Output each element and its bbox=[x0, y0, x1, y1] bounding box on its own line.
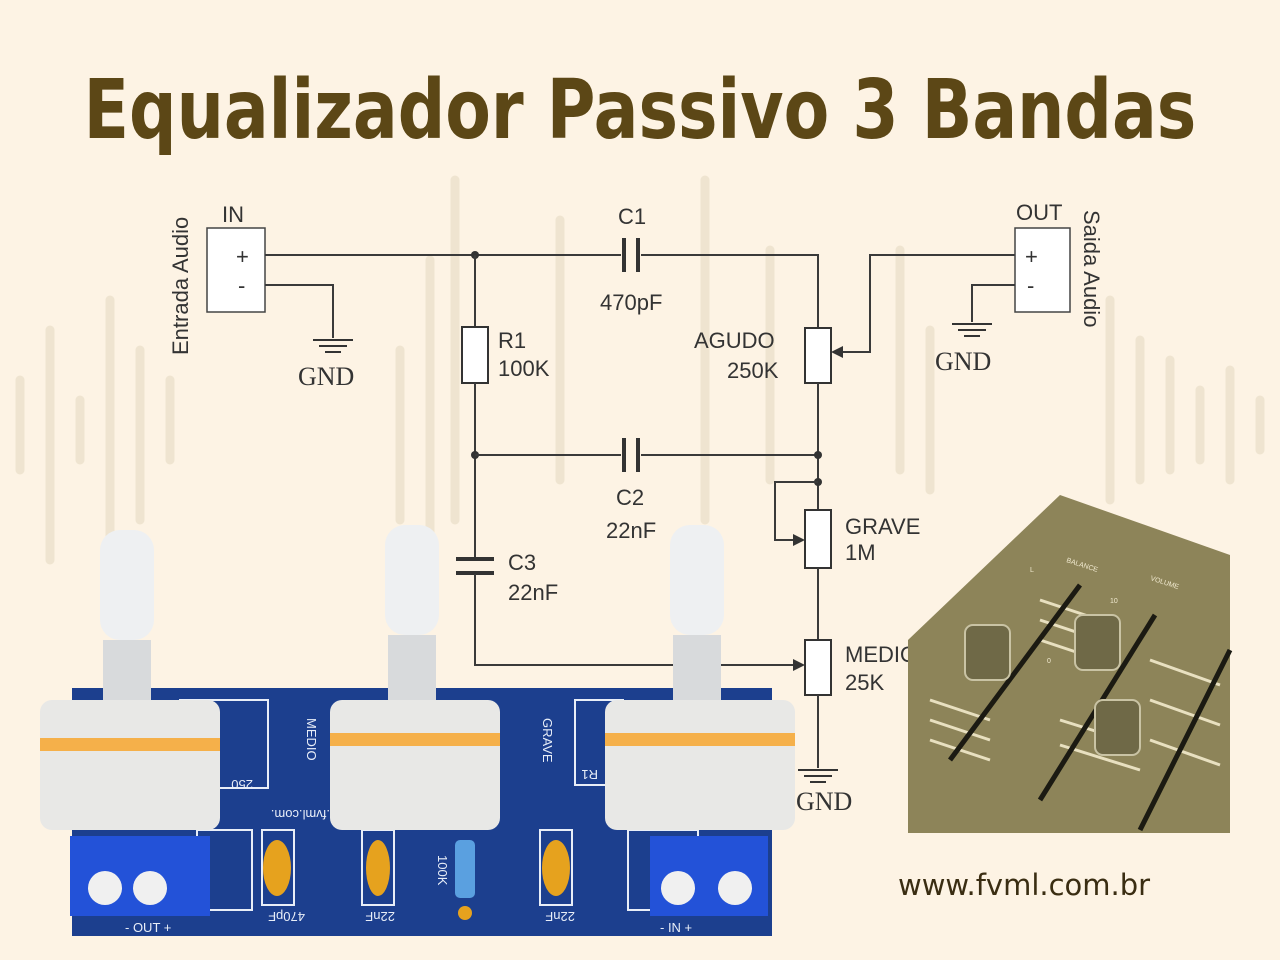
gnd-label: GND bbox=[298, 362, 354, 391]
potentiometer-knob bbox=[40, 530, 220, 830]
gnd-label-2: GND bbox=[796, 787, 852, 816]
pcb-in: - IN + bbox=[660, 920, 692, 935]
page-title: Equalizador Passivo 3 Bandas bbox=[83, 63, 1197, 158]
input-connector bbox=[206, 227, 266, 313]
input-minus: - bbox=[238, 273, 245, 298]
output-caption: Saida Audio bbox=[1079, 210, 1104, 327]
pcb-250: 250 bbox=[231, 777, 253, 792]
c1-name: C1 bbox=[618, 204, 646, 229]
r1-name: R1 bbox=[498, 328, 526, 353]
agudo-name: AGUDO bbox=[694, 328, 775, 353]
c1-value: 470pF bbox=[600, 290, 662, 315]
agudo-value: 250K bbox=[727, 358, 779, 383]
terminal-block-out bbox=[70, 836, 210, 916]
terminal-block-in bbox=[650, 836, 768, 916]
resistor-100k bbox=[455, 840, 475, 898]
pcb-r1: R1 bbox=[581, 767, 598, 782]
c3-value: 22nF bbox=[508, 580, 558, 605]
potentiometer-knob bbox=[605, 525, 795, 830]
gnd-label-3: GND bbox=[935, 347, 991, 376]
grave-name: GRAVE bbox=[845, 514, 920, 539]
potentiometer-knob bbox=[330, 525, 500, 830]
output-plus: + bbox=[1025, 244, 1038, 269]
medio-pot bbox=[804, 639, 832, 696]
mixer-photo: L BALANCE VOLUME 10 0 bbox=[908, 495, 1233, 833]
agudo-pot bbox=[804, 327, 832, 384]
fader-knob bbox=[1074, 614, 1121, 671]
c2-name: C2 bbox=[616, 485, 644, 510]
input-caption: Entrada Audio bbox=[168, 217, 193, 355]
output-label: OUT bbox=[1016, 200, 1062, 225]
pcb-cap2: 22nF bbox=[365, 909, 395, 924]
grave-value: 1M bbox=[845, 540, 876, 565]
schematic: IN + - Entrada Audio C1 470pF GND R1 100… bbox=[168, 200, 1104, 816]
grave-pot bbox=[804, 509, 832, 569]
background-audio-bars bbox=[15, 175, 1265, 625]
mixer-l: L bbox=[1030, 567, 1034, 574]
input-plus: + bbox=[236, 244, 249, 269]
output-connector bbox=[1014, 227, 1071, 313]
pcb-board: MEDIO GRAVE 250 R1 .fvml.com. 470pF 22nF… bbox=[40, 525, 795, 936]
fader-knob bbox=[1094, 699, 1141, 756]
r1-resistor bbox=[461, 326, 489, 384]
c2-value: 22nF bbox=[606, 518, 656, 543]
c3-name: C3 bbox=[508, 550, 536, 575]
pcb-grave: GRAVE bbox=[540, 718, 555, 763]
pcb-cap3: 22nF bbox=[545, 909, 575, 924]
r1-value: 100K bbox=[498, 356, 550, 381]
output-minus: - bbox=[1027, 273, 1034, 298]
pcb-out: - OUT + bbox=[125, 920, 171, 935]
medio-value: 25K bbox=[845, 670, 884, 695]
pcb-cap1: 470pF bbox=[268, 909, 305, 924]
pcb-site: .fvml.com. bbox=[271, 807, 330, 822]
pcb-res: 100K bbox=[435, 855, 450, 886]
medio-name: MEDIO bbox=[845, 642, 917, 667]
fader-knob bbox=[964, 624, 1011, 681]
mixer-zero: 0 bbox=[1047, 658, 1051, 665]
mixer-ten: 10 bbox=[1110, 598, 1118, 605]
input-label: IN bbox=[222, 202, 244, 227]
website-url: www.fvml.com.br bbox=[898, 868, 1151, 902]
pcb-medio: MEDIO bbox=[304, 718, 319, 761]
ground-icon bbox=[313, 339, 353, 353]
